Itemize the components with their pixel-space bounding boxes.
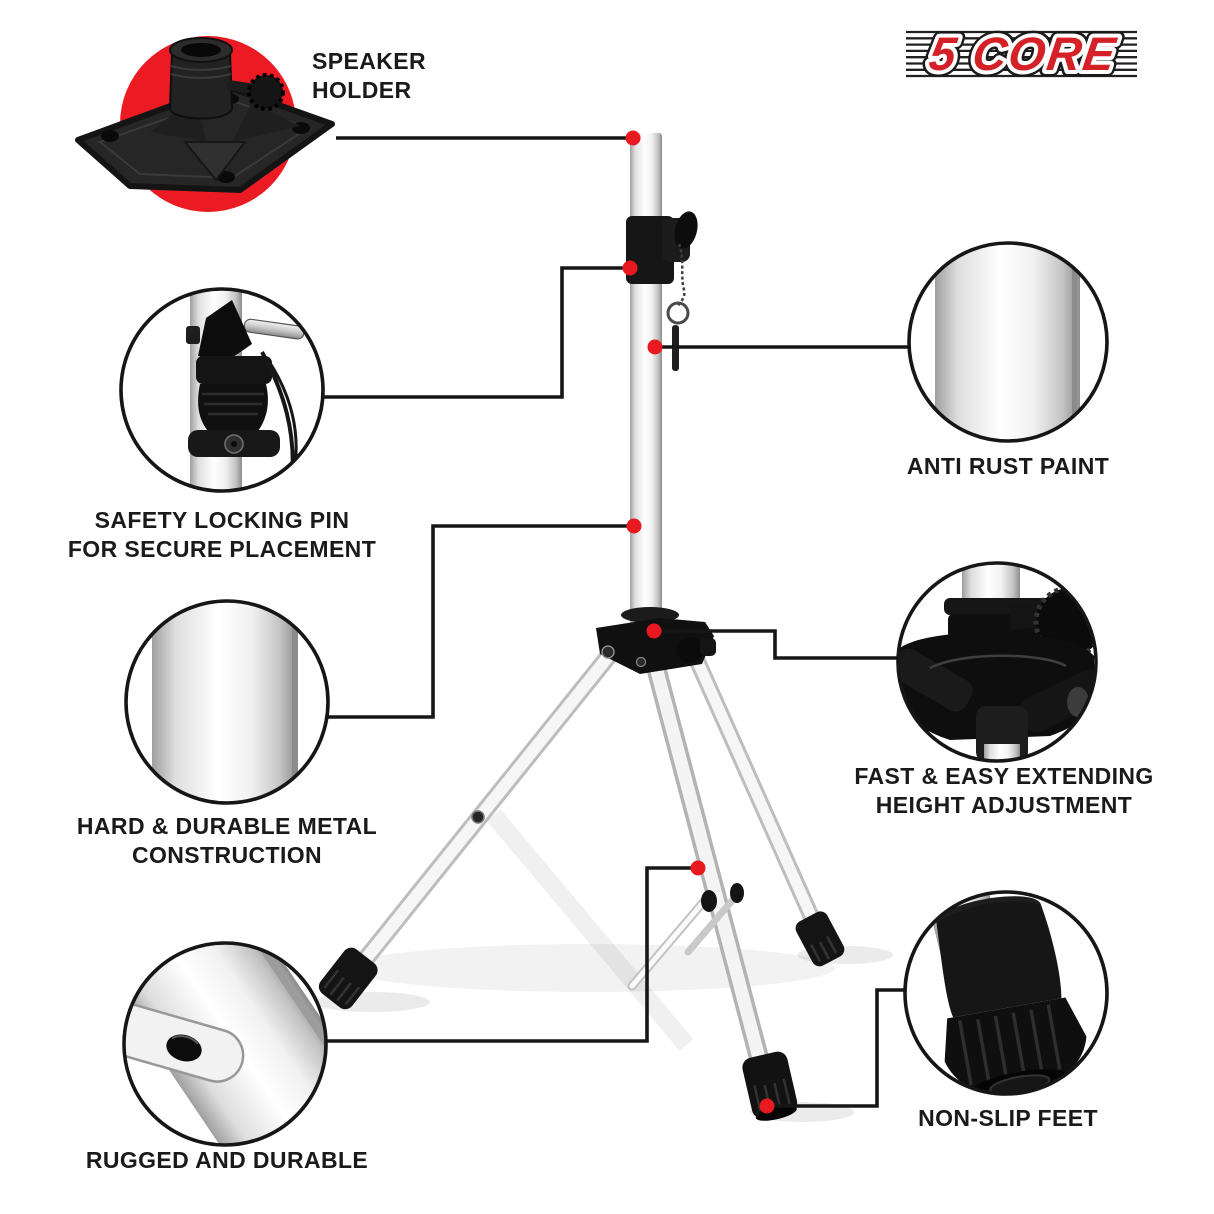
support-brace: [627, 891, 741, 991]
label-safety-pin: SAFETY LOCKING PIN FOR SECURE PLACEMENT: [68, 506, 376, 564]
detail-circle-anti-rust: [907, 241, 1109, 443]
label-line: ANTI RUST PAINT: [906, 453, 1110, 479]
label-line: CONSTRUCTION: [131, 842, 323, 868]
label-height-adjust: FAST & EASY EXTENDING HEIGHT ADJUSTMENT: [854, 762, 1153, 820]
dot-height-adjust: [646, 623, 662, 639]
dot-speaker-holder: [625, 130, 641, 146]
detail-circle-hard-metal: [124, 599, 330, 805]
leg-left: [343, 633, 629, 985]
label-line: HOLDER: [312, 77, 412, 103]
brace-hinge-bolt: [730, 883, 744, 903]
detail-circle-non-slip: [903, 890, 1109, 1096]
label-line: NON-SLIP FEET: [918, 1105, 1098, 1131]
detail-circle-safety-pin: [119, 287, 325, 493]
callout-dots: [622, 130, 775, 1114]
logo-5core: 5 CORE 5 CORE 5 CORE: [906, 22, 1137, 87]
leader-safety-pin: [324, 266, 630, 399]
brace-hinge-bolt: [701, 890, 717, 912]
leader-rugged: [327, 866, 698, 1043]
label-non-slip: NON-SLIP FEET: [918, 1104, 1098, 1133]
label-rugged: RUGGED AND DURABLE: [86, 1146, 368, 1175]
leader-hard-metal: [328, 524, 634, 719]
main-pole: [596, 133, 716, 674]
label-line: HARD & DURABLE METAL: [76, 813, 378, 839]
leg-right: [679, 631, 829, 945]
foot-right: [795, 911, 845, 967]
logo-text: 5 CORE: [926, 28, 1120, 81]
label-line: SPEAKER: [312, 48, 426, 74]
leader-non-slip: [767, 988, 904, 1108]
leader-lines: [324, 136, 908, 1108]
ground-shadow: [314, 809, 893, 1122]
foot-front: [742, 1051, 798, 1121]
logo-stripes: [906, 30, 1137, 78]
speaker-holder-photo: [75, 36, 335, 212]
tripod-legs: [318, 631, 845, 1121]
dot-non-slip: [759, 1098, 775, 1114]
logo-text-outline: 5 CORE: [926, 28, 1120, 81]
label-hard-metal: HARD & DURABLE METAL CONSTRUCTION: [77, 812, 377, 870]
label-speaker-holder: SPEAKER HOLDER: [312, 47, 426, 105]
speaker-mount: [75, 37, 335, 193]
leg-screw: [471, 810, 485, 824]
dot-hard-metal: [626, 518, 642, 534]
leg-front: [642, 642, 778, 1102]
logo-text-halo: 5 CORE: [926, 28, 1120, 81]
label-line: SAFETY LOCKING PIN: [94, 507, 350, 533]
leader-height-adjust: [654, 629, 899, 660]
height-clamp: [626, 211, 698, 284]
tripod-hub: [596, 607, 716, 674]
label-line: FOR SECURE PLACEMENT: [67, 536, 377, 562]
foot-left: [318, 947, 378, 1010]
label-anti-rust: ANTI RUST PAINT: [907, 452, 1109, 481]
label-line: RUGGED AND DURABLE: [85, 1147, 369, 1173]
label-line: HEIGHT ADJUSTMENT: [875, 792, 1133, 818]
dot-safety-pin: [622, 260, 638, 276]
detail-circle-height-adjust: [896, 561, 1098, 763]
dot-rugged: [690, 860, 706, 876]
label-line: FAST & EASY EXTENDING: [854, 763, 1154, 789]
dot-anti-rust: [647, 339, 663, 355]
